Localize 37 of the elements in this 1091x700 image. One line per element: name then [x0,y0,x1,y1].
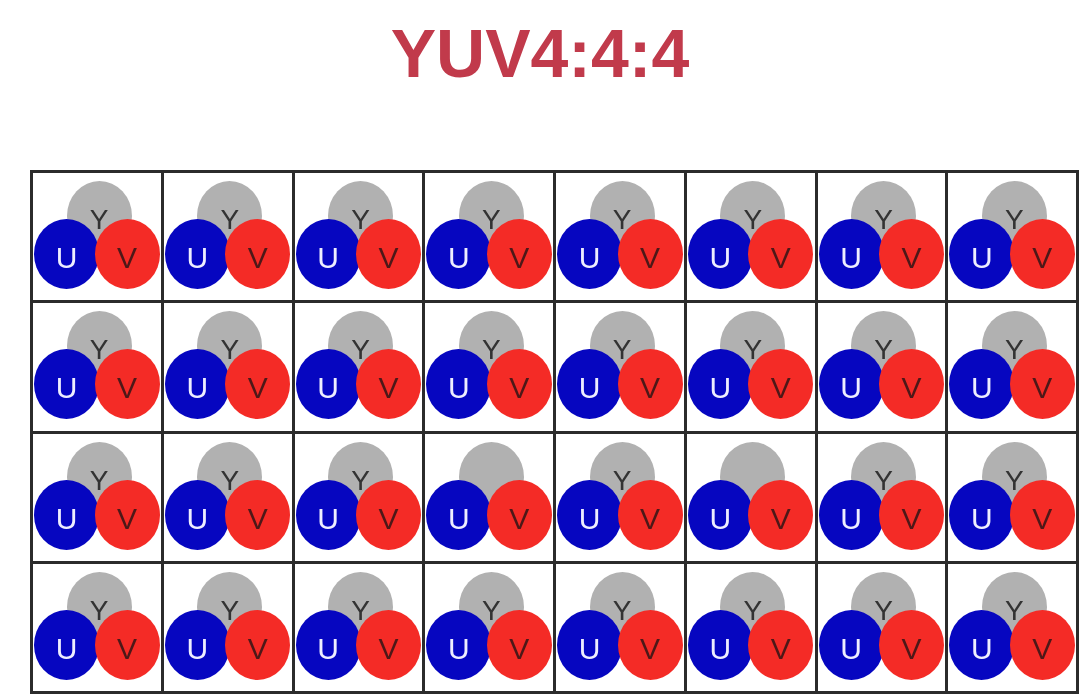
grid-cell [817,563,946,691]
grid-cell [948,433,1076,561]
grid-cell [556,563,684,691]
grid-cell [163,563,292,691]
grid-cell [686,433,815,561]
title: YUV4:4:4 [390,19,690,87]
grid-cell [425,433,553,561]
u-circle: U [426,479,492,550]
grid-cell [686,303,815,431]
grid-cell [817,173,946,301]
grid-cell [686,173,815,301]
grid-cell [425,303,553,431]
grid-cell [33,303,161,431]
grid-cell [294,173,423,301]
grid-cell [425,173,553,301]
grid-cell [33,563,161,691]
grid-cell [948,173,1076,301]
grid-cell [163,173,292,301]
v-circle: V [486,479,552,550]
u-circle: U [687,479,753,550]
grid-cell [33,173,161,301]
grid-cell [817,433,946,561]
grid-cell [948,303,1076,431]
grid-cell [294,303,423,431]
grid-cell [686,563,815,691]
grid-cell [163,433,292,561]
grid-cell [163,303,292,431]
grid-cell [294,563,423,691]
grid-cell [294,433,423,561]
grid-cell [817,303,946,431]
grid-cell [425,563,553,691]
grid-cell [556,173,684,301]
grid-cell [948,563,1076,691]
grid-cell [556,433,684,561]
grid-cell [556,303,684,431]
grid-cell [33,433,161,561]
v-circle: V [748,479,814,550]
